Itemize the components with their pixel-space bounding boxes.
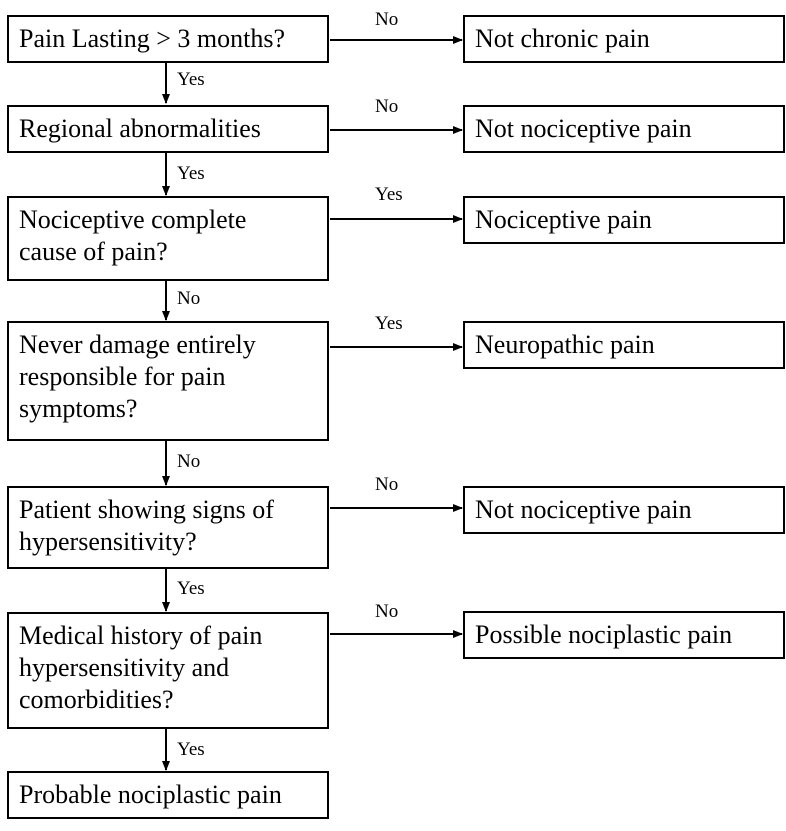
down-arrow-label-3: No (177, 288, 201, 309)
decision-text: Regional abnormalities (19, 114, 261, 143)
decision-text: Nociceptive complete (19, 205, 247, 234)
decision-text: cause of pain? (19, 237, 168, 266)
decision-text: responsible for pain (19, 362, 226, 391)
outcome-box-not-chronic: Not chronic pain (463, 15, 785, 63)
decision-box-medical-history: Medical history of pain hypersensitivity… (7, 612, 329, 729)
decision-box-hypersensitivity-signs: Patient showing signs of hypersensitivit… (7, 486, 329, 569)
outcome-box-not-nociceptive-2: Not nociceptive pain (463, 486, 785, 534)
decision-box-nociceptive-cause: Nociceptive complete cause of pain? (7, 196, 329, 281)
outcome-box-neuropathic: Neuropathic pain (463, 321, 785, 369)
right-arrow-label-6: No (375, 601, 399, 622)
right-arrow-label-2: No (375, 96, 399, 117)
outcome-text: Not nociceptive pain (475, 495, 692, 524)
final-text: Probable nociplastic pain (19, 780, 282, 809)
down-arrow-label-1: Yes (177, 69, 205, 90)
decision-text: Medical history of pain (19, 621, 263, 650)
outcome-box-not-nociceptive-1: Not nociceptive pain (463, 105, 785, 153)
down-arrow-label-2: Yes (177, 163, 205, 184)
right-arrow-label-5: No (375, 474, 399, 495)
decision-box-regional-abnormalities: Regional abnormalities (7, 105, 329, 153)
right-arrow-label-3: Yes (375, 184, 403, 205)
decision-text: symptoms? (19, 394, 138, 423)
decision-text: comorbidities? (19, 685, 174, 714)
down-arrow-label-5: Yes (177, 578, 205, 599)
outcome-box-possible-nociplastic: Possible nociplastic pain (463, 611, 785, 659)
decision-text: hypersensitivity and (19, 653, 230, 682)
decision-text: Pain Lasting > 3 months? (19, 24, 285, 53)
outcome-box-nociceptive: Nociceptive pain (463, 196, 785, 244)
outcome-text: Nociceptive pain (475, 205, 652, 234)
outcome-text: Not chronic pain (475, 24, 650, 53)
decision-text: Never damage entirely (19, 330, 256, 359)
down-arrow-label-4: No (177, 451, 201, 472)
decision-box-pain-duration: Pain Lasting > 3 months? (7, 15, 329, 63)
decision-text: hypersensitivity? (19, 527, 197, 556)
decision-text: Patient showing signs of (19, 495, 274, 524)
right-arrow-label-1: No (375, 9, 399, 30)
down-arrow-label-6: Yes (177, 739, 205, 760)
final-box-probable-nociplastic: Probable nociplastic pain (7, 771, 329, 819)
outcome-text: Not nociceptive pain (475, 114, 692, 143)
outcome-text: Neuropathic pain (475, 330, 655, 359)
outcome-text: Possible nociplastic pain (475, 620, 733, 649)
decision-box-nerve-damage: Never damage entirely responsible for pa… (7, 321, 329, 441)
right-arrow-label-4: Yes (375, 313, 403, 334)
